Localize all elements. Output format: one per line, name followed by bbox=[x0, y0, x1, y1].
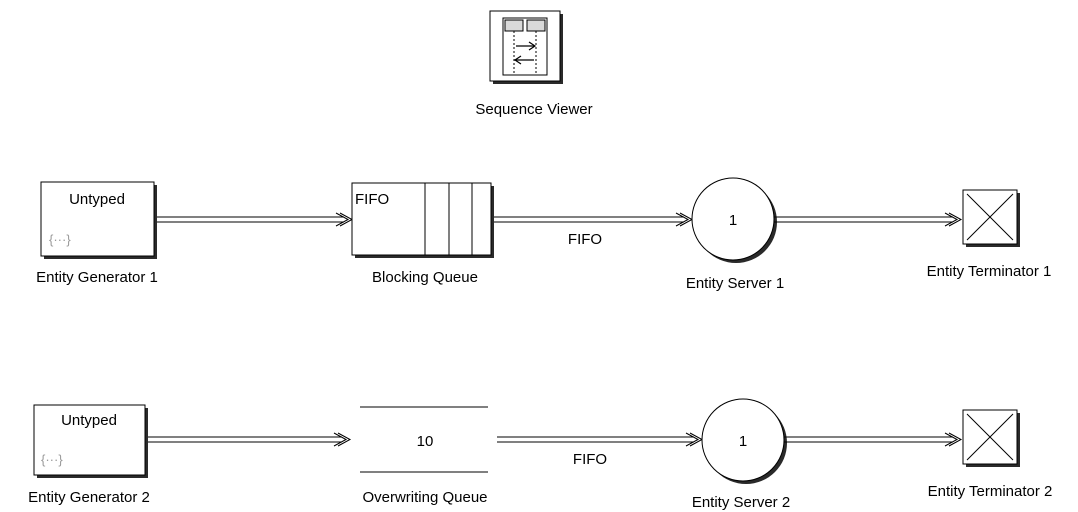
connection-server2-terminator2[interactable] bbox=[784, 432, 963, 447]
sequence-viewer-icon bbox=[502, 17, 548, 76]
generator-type-text: Untyped bbox=[69, 191, 125, 208]
sequence-viewer-label: Sequence Viewer bbox=[475, 101, 592, 118]
queue-type-text: FIFO bbox=[355, 191, 389, 208]
entity-generator-1-label: Entity Generator 1 bbox=[36, 269, 158, 286]
connection-queue1-server1[interactable] bbox=[494, 212, 694, 227]
entity-placeholder-icon: {···} bbox=[41, 452, 63, 467]
server-capacity-text: 1 bbox=[739, 433, 747, 450]
overwriting-queue-block[interactable]: 10 bbox=[360, 406, 488, 473]
entity-server-2-block[interactable]: 1 bbox=[701, 398, 787, 484]
entity-placeholder-icon: {···} bbox=[49, 232, 71, 247]
entity-generator-2-label: Entity Generator 2 bbox=[28, 489, 150, 506]
entity-generator-2-block[interactable]: Untyped {···} bbox=[33, 404, 148, 478]
connection-gen2-queue[interactable] bbox=[148, 432, 352, 447]
sequence-viewer-block[interactable] bbox=[489, 10, 563, 84]
entity-generator-1-block[interactable]: Untyped {···} bbox=[40, 181, 157, 259]
server-capacity-text: 1 bbox=[729, 212, 737, 229]
connection-queue2-server2[interactable] bbox=[497, 432, 704, 447]
entity-terminator-1-block[interactable] bbox=[962, 189, 1020, 247]
entity-terminator-2-label: Entity Terminator 2 bbox=[928, 483, 1053, 500]
blocking-queue-block[interactable]: FIFO bbox=[351, 182, 494, 258]
entity-server-2-label: Entity Server 2 bbox=[692, 494, 790, 511]
entity-terminator-1-label: Entity Terminator 1 bbox=[927, 263, 1052, 280]
connection-fifo-label-2: FIFO bbox=[573, 451, 607, 468]
blocking-queue-label: Blocking Queue bbox=[372, 269, 478, 286]
terminator-x-icon bbox=[966, 193, 1014, 241]
connection-gen1-queue[interactable] bbox=[157, 212, 354, 227]
entity-server-1-block[interactable]: 1 bbox=[691, 177, 777, 263]
generator-type-text: Untyped bbox=[61, 412, 117, 429]
overwriting-queue-label: Overwriting Queue bbox=[362, 489, 487, 506]
connection-server1-terminator1[interactable] bbox=[774, 212, 963, 227]
connection-fifo-label-1: FIFO bbox=[568, 231, 602, 248]
queue-capacity-text: 10 bbox=[417, 433, 434, 450]
terminator-x-icon bbox=[966, 413, 1014, 461]
entity-server-1-label: Entity Server 1 bbox=[686, 275, 784, 292]
entity-terminator-2-block[interactable] bbox=[962, 409, 1020, 467]
